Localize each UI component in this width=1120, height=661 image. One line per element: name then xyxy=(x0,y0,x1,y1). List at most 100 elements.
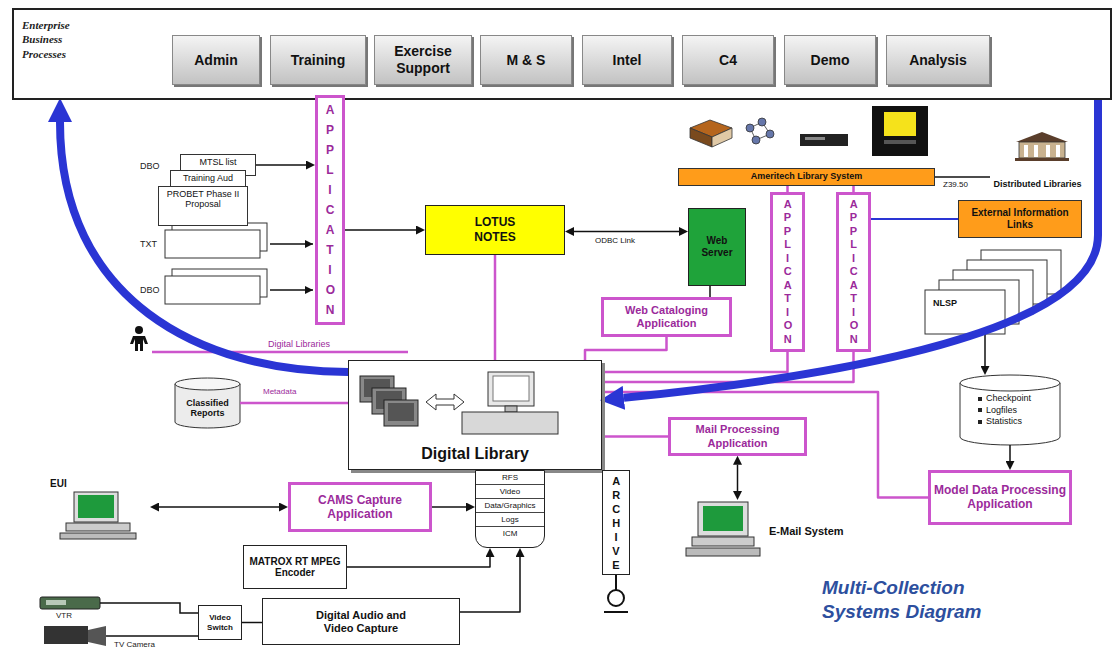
archive-box: ARCHIVE xyxy=(602,470,630,575)
email-computer xyxy=(686,502,760,556)
document-arrow xyxy=(270,243,313,245)
camera-icon xyxy=(88,626,106,646)
node-text: Checkpoint xyxy=(978,393,1031,405)
node-text: Web Cataloging Application xyxy=(606,304,727,330)
video-wire xyxy=(100,603,200,636)
person-icon xyxy=(130,336,148,351)
node-text: ARCHIVE xyxy=(612,474,620,572)
user-computer xyxy=(78,495,114,518)
server-icon xyxy=(884,112,916,136)
user-computer xyxy=(66,523,130,531)
connector xyxy=(585,337,667,360)
network-icon xyxy=(752,136,760,144)
node-text: Video xyxy=(476,485,544,499)
vtr-icon xyxy=(46,600,66,605)
library-building xyxy=(1034,145,1038,157)
digital-library-art xyxy=(493,376,529,401)
node-text: CAMS Capture Application xyxy=(293,493,427,522)
server-icon xyxy=(872,106,928,156)
node-text: Ameritech Library System xyxy=(751,172,863,182)
digital-library-art xyxy=(505,406,517,412)
database-cylinder: CheckpointLogfilesStatistics xyxy=(960,375,1060,445)
database-cylinder xyxy=(960,383,1060,445)
connector xyxy=(871,218,958,220)
library-building xyxy=(1016,132,1068,142)
network-icon xyxy=(758,118,766,126)
digital-library-art xyxy=(388,403,414,421)
reports-cylinder xyxy=(175,378,240,390)
storage-stack: RFSVideoData/GraphicsLogsICM xyxy=(475,470,545,548)
metadata-line xyxy=(152,351,408,354)
node-text: PROBET Phase II Proposal xyxy=(162,189,244,210)
video-wire xyxy=(100,603,200,613)
archive-reel xyxy=(604,575,628,612)
library-link-box: Ameritech Library System xyxy=(678,168,935,186)
database-cylinder xyxy=(960,375,1060,445)
archive-reel xyxy=(604,611,628,613)
node-text: LOTUS NOTES xyxy=(460,215,530,245)
application-box: CAMS Capture Application xyxy=(288,482,432,532)
email-computer xyxy=(686,548,760,556)
blank-documents xyxy=(165,223,267,304)
node-text: Demo xyxy=(811,52,850,69)
diagram-caption: Multi-Collection Systems Diagram xyxy=(822,576,997,624)
library-building xyxy=(1024,145,1028,157)
process-tab: Demo xyxy=(784,35,876,85)
application-bar: APPLICATION xyxy=(836,192,871,352)
annotation-label: DBO xyxy=(140,161,160,171)
node-text: RFS xyxy=(476,471,544,485)
document-stack xyxy=(925,250,1061,334)
node-text: MATROX RT MPEG Encoder xyxy=(246,556,344,579)
person-icon xyxy=(135,326,143,334)
email-computer xyxy=(692,537,754,546)
node-text: MTSL list xyxy=(199,157,236,167)
digital-library-art xyxy=(349,361,601,469)
application-bar: APPLICATION xyxy=(315,95,345,325)
digital-library-art xyxy=(349,361,601,469)
node-text: EUI xyxy=(50,478,67,489)
book-icon xyxy=(690,120,732,147)
hardware-box: Digital Audio and Video Capture xyxy=(262,598,460,645)
drive-icon xyxy=(805,137,825,140)
email-computer xyxy=(703,506,743,531)
network-icon xyxy=(746,118,774,144)
node-text: Data/Graphics xyxy=(476,499,544,513)
digital-library-art xyxy=(462,412,558,434)
node-text: Analysis xyxy=(909,52,967,69)
vtr-icon xyxy=(40,597,100,609)
digital-library-art xyxy=(488,372,534,406)
connector xyxy=(602,352,788,372)
connector xyxy=(460,557,520,612)
annotation-label: DBO xyxy=(140,285,160,295)
reports-cylinder: Classified Reports xyxy=(175,378,240,428)
node-text: ICM xyxy=(476,527,544,540)
node-text: Digital Library xyxy=(421,445,529,463)
node-text: Classified Reports xyxy=(175,398,240,419)
node-text: Logfiles xyxy=(978,405,1017,417)
connector xyxy=(494,255,497,360)
process-tab: Intel xyxy=(582,35,672,85)
library-building xyxy=(1056,145,1060,157)
connector xyxy=(709,286,711,297)
application-box: Web Cataloging Application xyxy=(601,297,732,337)
hardware-box: Video Switch xyxy=(198,605,242,640)
library-building xyxy=(1015,132,1069,161)
application-box: Mail Processing Application xyxy=(668,417,807,455)
annotation-label: VTR xyxy=(56,611,72,620)
node-text: NLSP xyxy=(933,298,957,308)
node-text: Training xyxy=(291,52,345,69)
library-building xyxy=(1015,158,1069,161)
process-tab: Admin xyxy=(172,35,260,85)
archive-reel xyxy=(608,590,624,606)
digital-library-art xyxy=(384,400,418,426)
connector xyxy=(984,334,986,366)
network-icon xyxy=(766,130,774,138)
node-text: C4 xyxy=(719,52,737,69)
server-icon xyxy=(884,140,916,144)
reports-cylinder xyxy=(175,384,240,428)
annotation-label: TXT xyxy=(140,239,157,249)
connector xyxy=(242,622,262,624)
process-tab: M & S xyxy=(480,35,572,85)
connector xyxy=(602,392,928,498)
user-workstation: EUI xyxy=(50,478,150,540)
